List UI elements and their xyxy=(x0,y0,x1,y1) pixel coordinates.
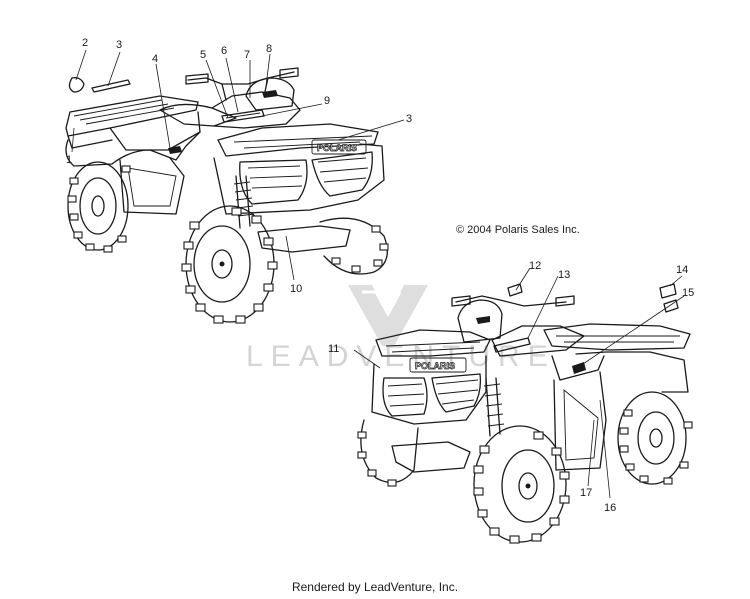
atv-bottom-illustration: POLARIS xyxy=(357,283,693,544)
callout-16: 16 xyxy=(604,502,616,514)
copyright-notice: © 2004 Polaris Sales Inc. xyxy=(456,224,580,236)
callout-14: 14 xyxy=(676,264,688,276)
callout-3: 3 xyxy=(116,39,122,51)
atv-top-illustration: POLARIS xyxy=(65,67,389,324)
callout-15: 15 xyxy=(682,287,694,299)
callout-7: 7 xyxy=(244,49,250,61)
render-credit: Rendered by LeadVenture, Inc. xyxy=(291,580,459,594)
callout-13: 13 xyxy=(558,269,570,281)
callout-9: 9 xyxy=(324,95,330,107)
leadventure-watermark: LEADVENTURE xyxy=(246,285,548,373)
callout-4: 4 xyxy=(152,53,158,65)
callout-17: 17 xyxy=(580,487,592,499)
callout-2: 2 xyxy=(82,37,88,49)
callout-8: 8 xyxy=(266,43,272,55)
callout-12: 12 xyxy=(529,260,541,272)
polaris-badge-bottom: POLARIS xyxy=(415,361,455,371)
leader-lines xyxy=(71,49,685,499)
polaris-badge-top: POLARIS xyxy=(317,143,357,153)
callout-3b: 3 xyxy=(406,113,412,125)
callout-6: 6 xyxy=(221,45,227,57)
callout-11: 11 xyxy=(328,343,339,355)
callout-1: 1 xyxy=(66,154,72,166)
callout-10: 10 xyxy=(290,283,302,295)
callout-numbers: 2 3 1 4 5 6 7 8 9 3 10 11 12 13 14 15 16… xyxy=(66,37,694,514)
callout-5: 5 xyxy=(200,49,206,61)
